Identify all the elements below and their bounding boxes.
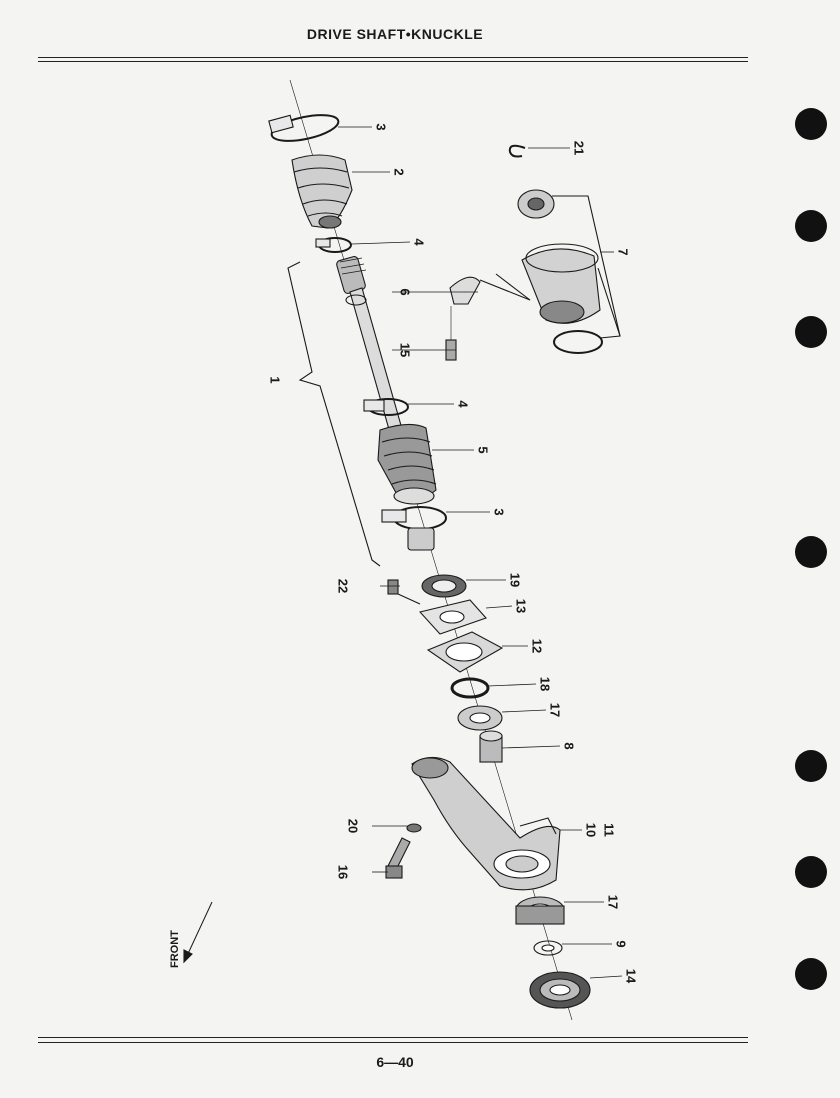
binder-hole-3 (795, 316, 827, 348)
callout-label-c6: 6 (398, 288, 413, 295)
small-clamp-top-part (315, 237, 352, 253)
small-clamp-middle-part (363, 398, 409, 416)
oil-seal-19-part (421, 574, 467, 598)
bearing-17-lower-part (515, 896, 565, 925)
page-header-title: DRIVE SHAFT•KNUCKLE (306, 26, 484, 42)
callout-label-c17b: 17 (606, 895, 621, 909)
lock-tab-washer-part (449, 273, 531, 305)
o-ring-18-part (450, 677, 490, 699)
callout-label-c16: 16 (336, 865, 351, 879)
binder-hole-7 (795, 958, 827, 990)
band-clamp-top-part (268, 114, 340, 142)
callout-label-c19: 19 (508, 573, 523, 587)
callout-label-c7: 7 (616, 248, 631, 255)
callout-label-c20: 20 (346, 819, 361, 833)
band-clamp-lower-part (381, 506, 447, 551)
callout-label-c8: 8 (562, 742, 577, 749)
cv-joint-assembly-part (517, 189, 621, 354)
washer-9-part (533, 940, 563, 956)
header-rule (38, 57, 748, 58)
callout-leader-lines (338, 126, 623, 979)
callout-label-c3a: 3 (374, 123, 389, 130)
callout-label-c5: 5 (476, 446, 491, 453)
binder-hole-1 (795, 108, 827, 140)
callout-label-c13: 13 (514, 599, 529, 613)
callout-label-c2: 2 (392, 168, 407, 175)
outer-boot-part (291, 154, 353, 229)
callout-label-c4a: 4 (412, 238, 427, 246)
callout-label-c17a: 17 (548, 703, 563, 717)
binder-hole-2 (795, 210, 827, 242)
page-number: 6—40 (376, 1054, 414, 1070)
binder-hole-6 (795, 856, 827, 888)
callout-label-c3b: 3 (492, 508, 507, 515)
front-direction-arrow (183, 901, 213, 964)
callout-label-c14: 14 (624, 969, 639, 984)
steering-knuckle-part (411, 756, 561, 891)
callout-label-c10: 10 (584, 823, 599, 837)
bolt-16-part (385, 837, 411, 879)
header-rule-thin (38, 61, 748, 62)
callout-label-c1: 1 (268, 376, 283, 383)
front-label: FRONT (169, 930, 181, 968)
inner-boot-part (377, 423, 437, 505)
seal-housing-12-part (426, 631, 504, 673)
callout-label-c12: 12 (530, 639, 545, 653)
washer-20-part (406, 823, 422, 833)
bearing-17-upper-part (457, 705, 503, 731)
bolt-15-part (445, 306, 457, 361)
callout-label-c15: 15 (398, 343, 413, 357)
screw-22-part (387, 579, 421, 605)
shaft-assembly-bracket (287, 261, 381, 567)
retainer-plate-13-part (418, 599, 487, 635)
binder-hole-4 (795, 536, 827, 568)
binder-hole-5 (795, 750, 827, 782)
footer-rule (38, 1037, 748, 1038)
drive-shaft-part (336, 256, 405, 441)
oil-seal-14-part (529, 971, 591, 1009)
callout-label-c22: 22 (336, 579, 351, 593)
spacer-8-part (479, 730, 503, 763)
callout-label-c11: 11 (602, 823, 617, 837)
callout-label-c9: 9 (614, 940, 629, 947)
circlip-part (508, 144, 526, 158)
footer-rule-thin (38, 1042, 748, 1043)
callout-label-c21: 21 (572, 141, 587, 155)
callout-label-c18: 18 (538, 677, 553, 691)
callout-label-c4b: 4 (456, 400, 471, 408)
